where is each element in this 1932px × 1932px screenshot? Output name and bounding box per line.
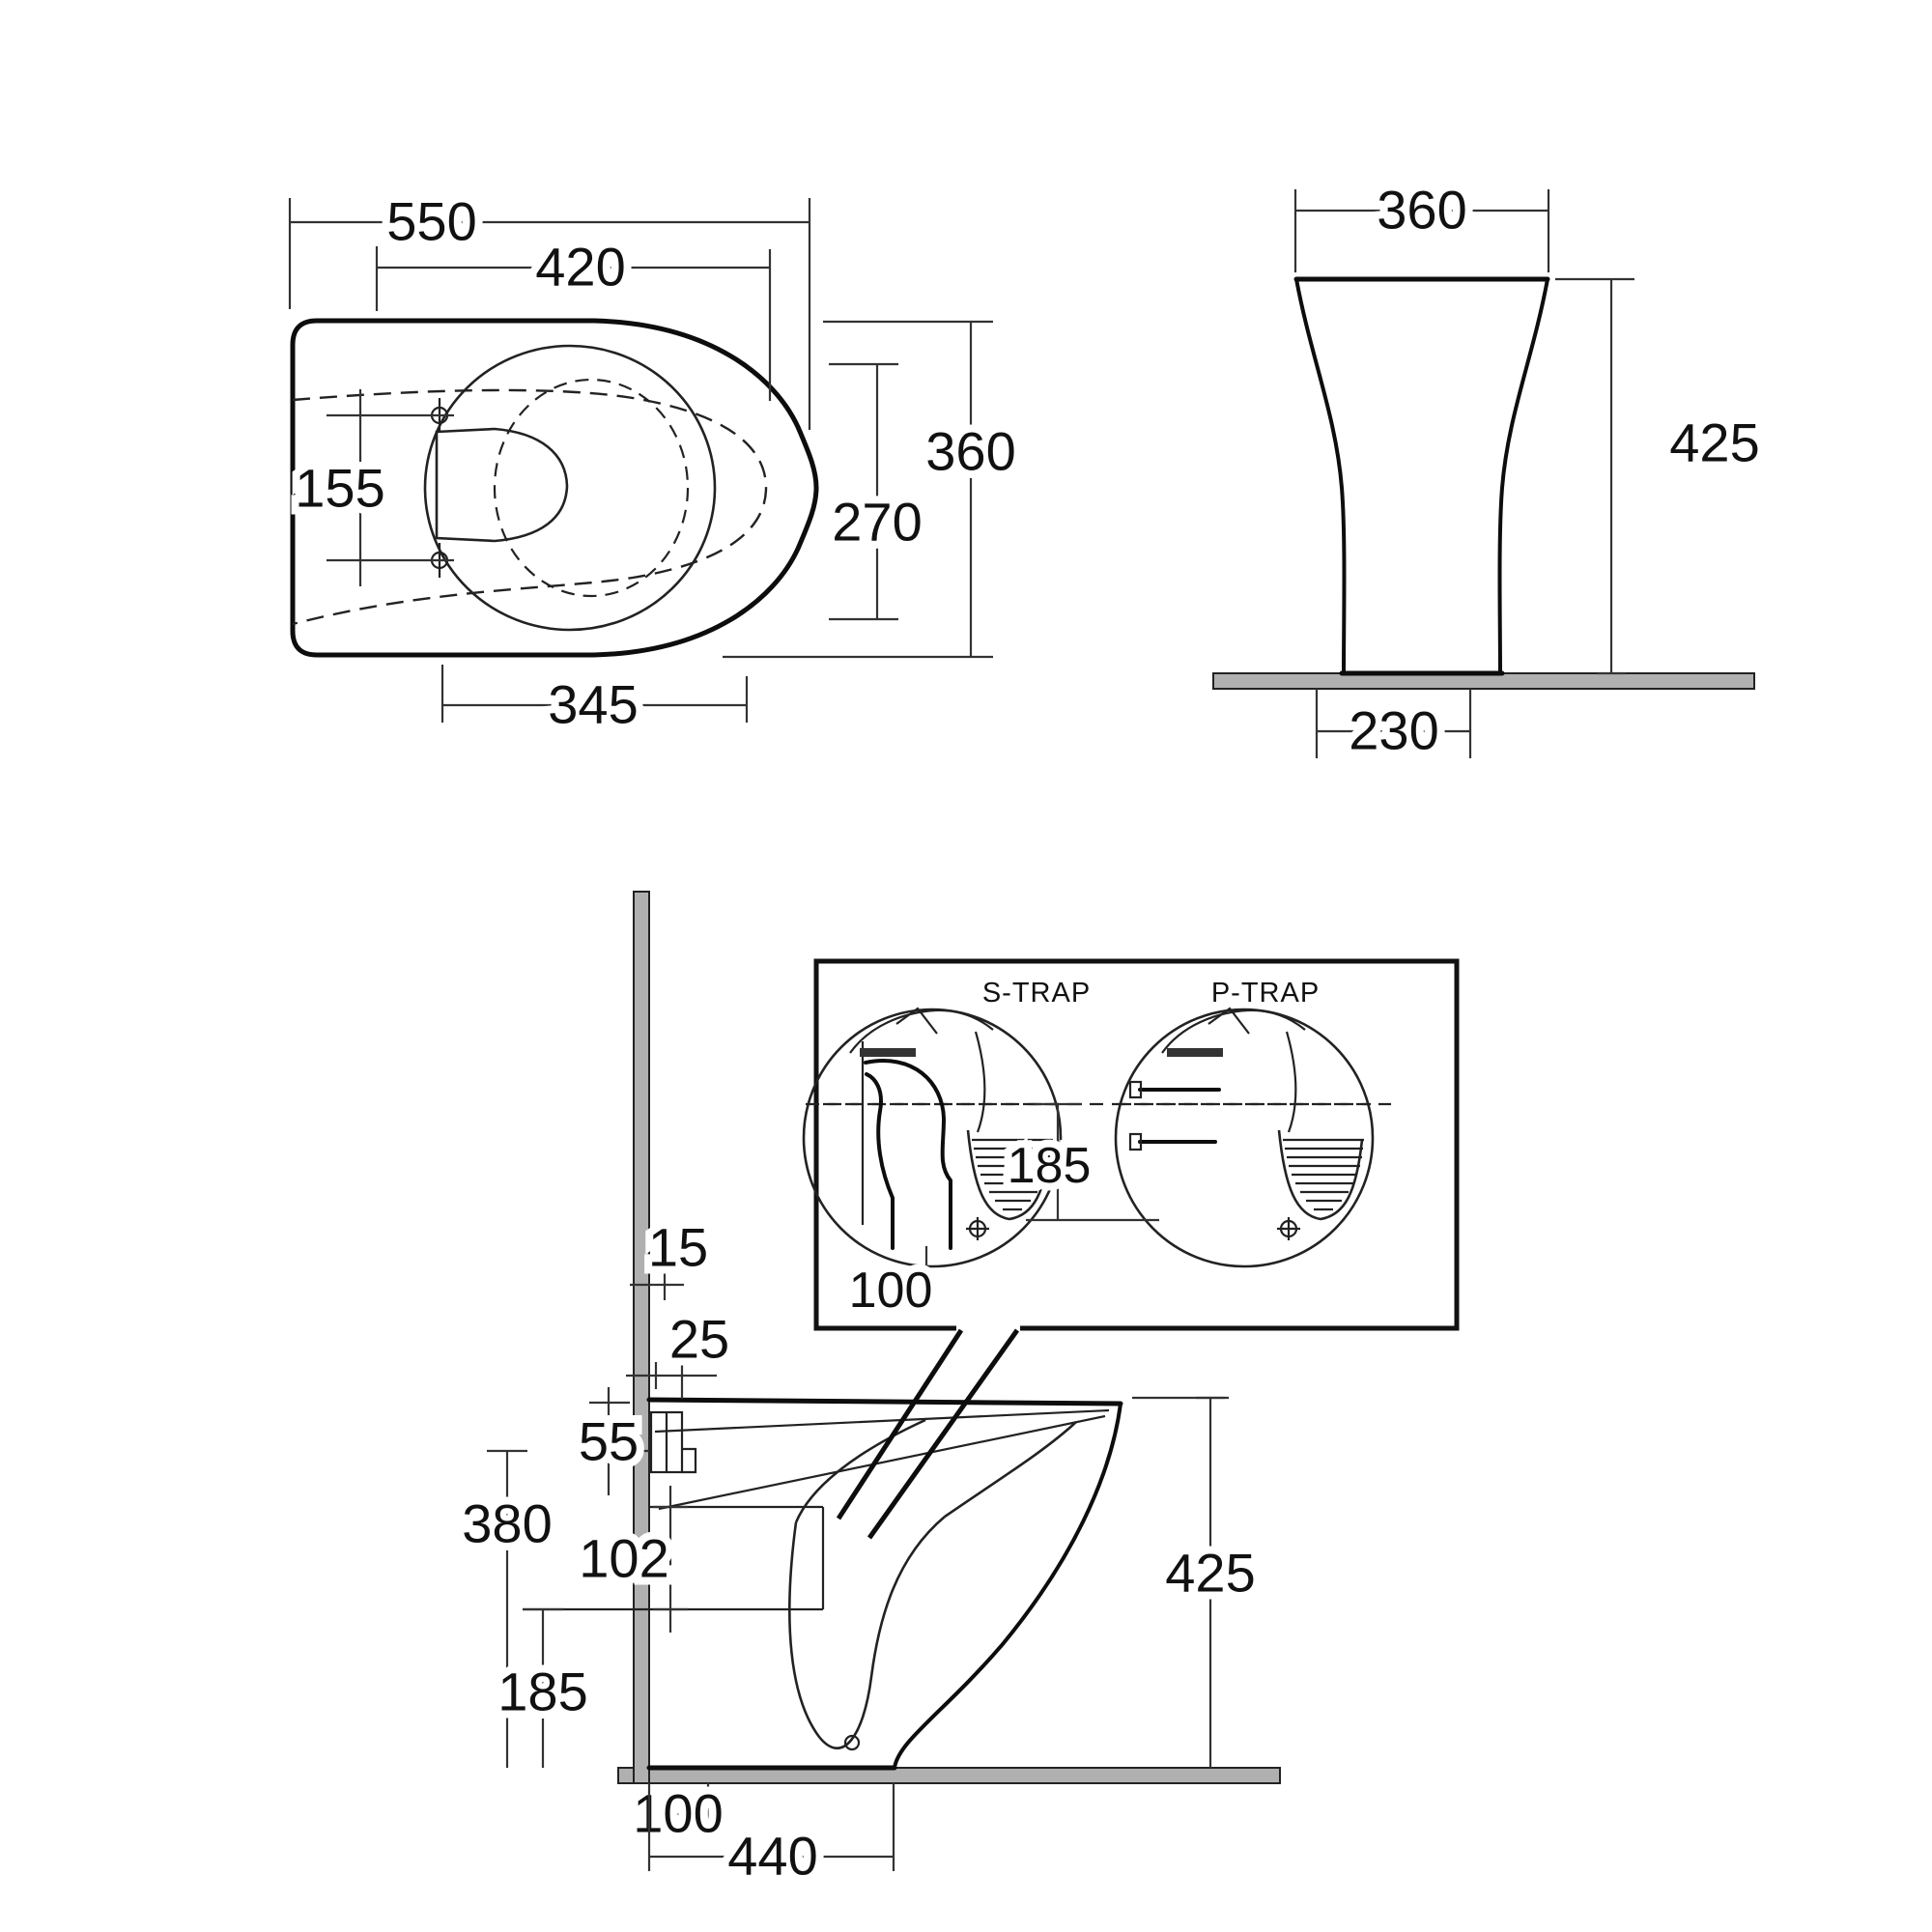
- dim-side-depth: 440: [647, 1783, 895, 1894]
- p-trap-title: P-TRAP: [1211, 978, 1320, 1009]
- callout-gap: [956, 1321, 1020, 1333]
- front-pan-right-side: [1497, 277, 1549, 675]
- trap-detail-box: S-TRAP 100: [802, 958, 1460, 1540]
- s-trap-pipe-inner: [865, 1072, 895, 1250]
- dim-side-outlet-height: 185: [490, 1607, 596, 1768]
- dim-plan-seat-length: 420: [375, 229, 772, 401]
- dim-label-side-185: 185: [497, 1662, 587, 1722]
- side-bowl-rear: [794, 1418, 926, 1523]
- dim-label-155: 155: [295, 458, 384, 519]
- side-rim-line-lower: [658, 1414, 1106, 1511]
- side-outlet-box: [523, 1505, 825, 1611]
- s-trap-water-hatch: [972, 1138, 1053, 1211]
- s-trap-detail: S-TRAP 100: [802, 973, 1094, 1326]
- side-rim-line-upper: [654, 1408, 1110, 1434]
- dim-side-wall-offset: 15: [630, 1209, 716, 1300]
- plan-seat-dashed-outline: [292, 388, 768, 626]
- side-drain-hole: [843, 1734, 861, 1751]
- dim-label-345: 345: [548, 674, 638, 735]
- side-bowl-front: [944, 1421, 1077, 1519]
- s-trap-title: S-TRAP: [982, 978, 1091, 1009]
- p-trap-fixing-icon: [1277, 1217, 1300, 1240]
- dim-label-trap-100: 100: [849, 1263, 933, 1319]
- plan-bowl-rim: [423, 344, 717, 632]
- dim-label-15: 15: [648, 1217, 708, 1278]
- dim-label-25: 25: [669, 1309, 729, 1370]
- side-view: 15 25 55 380 102: [454, 891, 1281, 1894]
- fixing-hole-icon: [430, 398, 449, 578]
- dim-plan-front-length: 345: [440, 665, 749, 743]
- dim-side-outlet-from-wall: 100: [625, 1776, 730, 1852]
- dim-label-55: 55: [579, 1411, 639, 1472]
- s-trap-circle: [802, 1008, 1063, 1268]
- dim-label-230: 230: [1349, 700, 1438, 761]
- dim-label-270: 270: [832, 492, 922, 553]
- dim-label-side-425: 425: [1165, 1543, 1255, 1604]
- dim-label-front-425: 425: [1669, 412, 1759, 473]
- dim-front-base-width: 230: [1315, 689, 1472, 769]
- p-trap-bracket: [1167, 1048, 1223, 1057]
- plan-waterline-dashed: [493, 378, 690, 598]
- plan-sump-outline: [435, 427, 569, 543]
- dim-plan-overall-width: 360: [723, 320, 1024, 659]
- dim-label-102: 102: [579, 1528, 668, 1589]
- dim-label-420: 420: [535, 237, 625, 298]
- dim-side-fixing-offset: 25: [626, 1301, 737, 1399]
- side-bowl-curve: [788, 1516, 946, 1749]
- side-wall-bar: [633, 891, 650, 1784]
- dim-trap-outlet-height: 185: [1000, 1102, 1159, 1222]
- side-pan-front: [893, 1402, 1122, 1770]
- dim-plan-bowl-width: 270: [824, 362, 930, 621]
- front-view: 360 425 230: [1212, 172, 1768, 769]
- dim-front-top-width: 360: [1293, 172, 1550, 272]
- front-pan-left-side: [1294, 277, 1347, 675]
- dim-label-front-360: 360: [1377, 180, 1466, 241]
- dim-label-trap-185: 185: [1008, 1138, 1092, 1194]
- plan-pan-outline: [290, 318, 819, 658]
- dim-front-height: 425: [1555, 277, 1768, 675]
- s-trap-fixing-icon: [966, 1217, 989, 1240]
- dim-label-550: 550: [386, 191, 476, 252]
- dim-side-rim-drop: 55: [571, 1387, 649, 1495]
- plan-view: 155 550 420 360 270: [287, 184, 1024, 743]
- p-trap-water-hatch: [1283, 1138, 1364, 1211]
- dim-plan-hole-spacing: 155: [287, 389, 454, 586]
- s-trap-pipe-outer: [864, 1059, 952, 1250]
- dim-plan-overall-length: 550: [288, 184, 811, 430]
- callout-pointer: [836, 1328, 1020, 1540]
- dim-side-height: 425: [1132, 1396, 1264, 1768]
- dim-label-440: 440: [727, 1826, 817, 1887]
- side-seat-top: [646, 1397, 1123, 1406]
- dim-side-fixing-height: 380: [454, 1449, 560, 1768]
- dim-label-380: 380: [462, 1493, 552, 1554]
- side-fixing-bracket: [649, 1410, 697, 1474]
- dim-label-plan-360: 360: [925, 421, 1015, 482]
- dim-side-outlet-box-height: 102: [571, 1486, 688, 1633]
- dim-label-side-100: 100: [633, 1783, 723, 1844]
- p-trap-detail: P-TRAP: [1114, 973, 1375, 1268]
- s-trap-bracket: [860, 1048, 916, 1057]
- p-trap-circle: [1114, 1008, 1375, 1268]
- side-floor-bar: [617, 1767, 1281, 1784]
